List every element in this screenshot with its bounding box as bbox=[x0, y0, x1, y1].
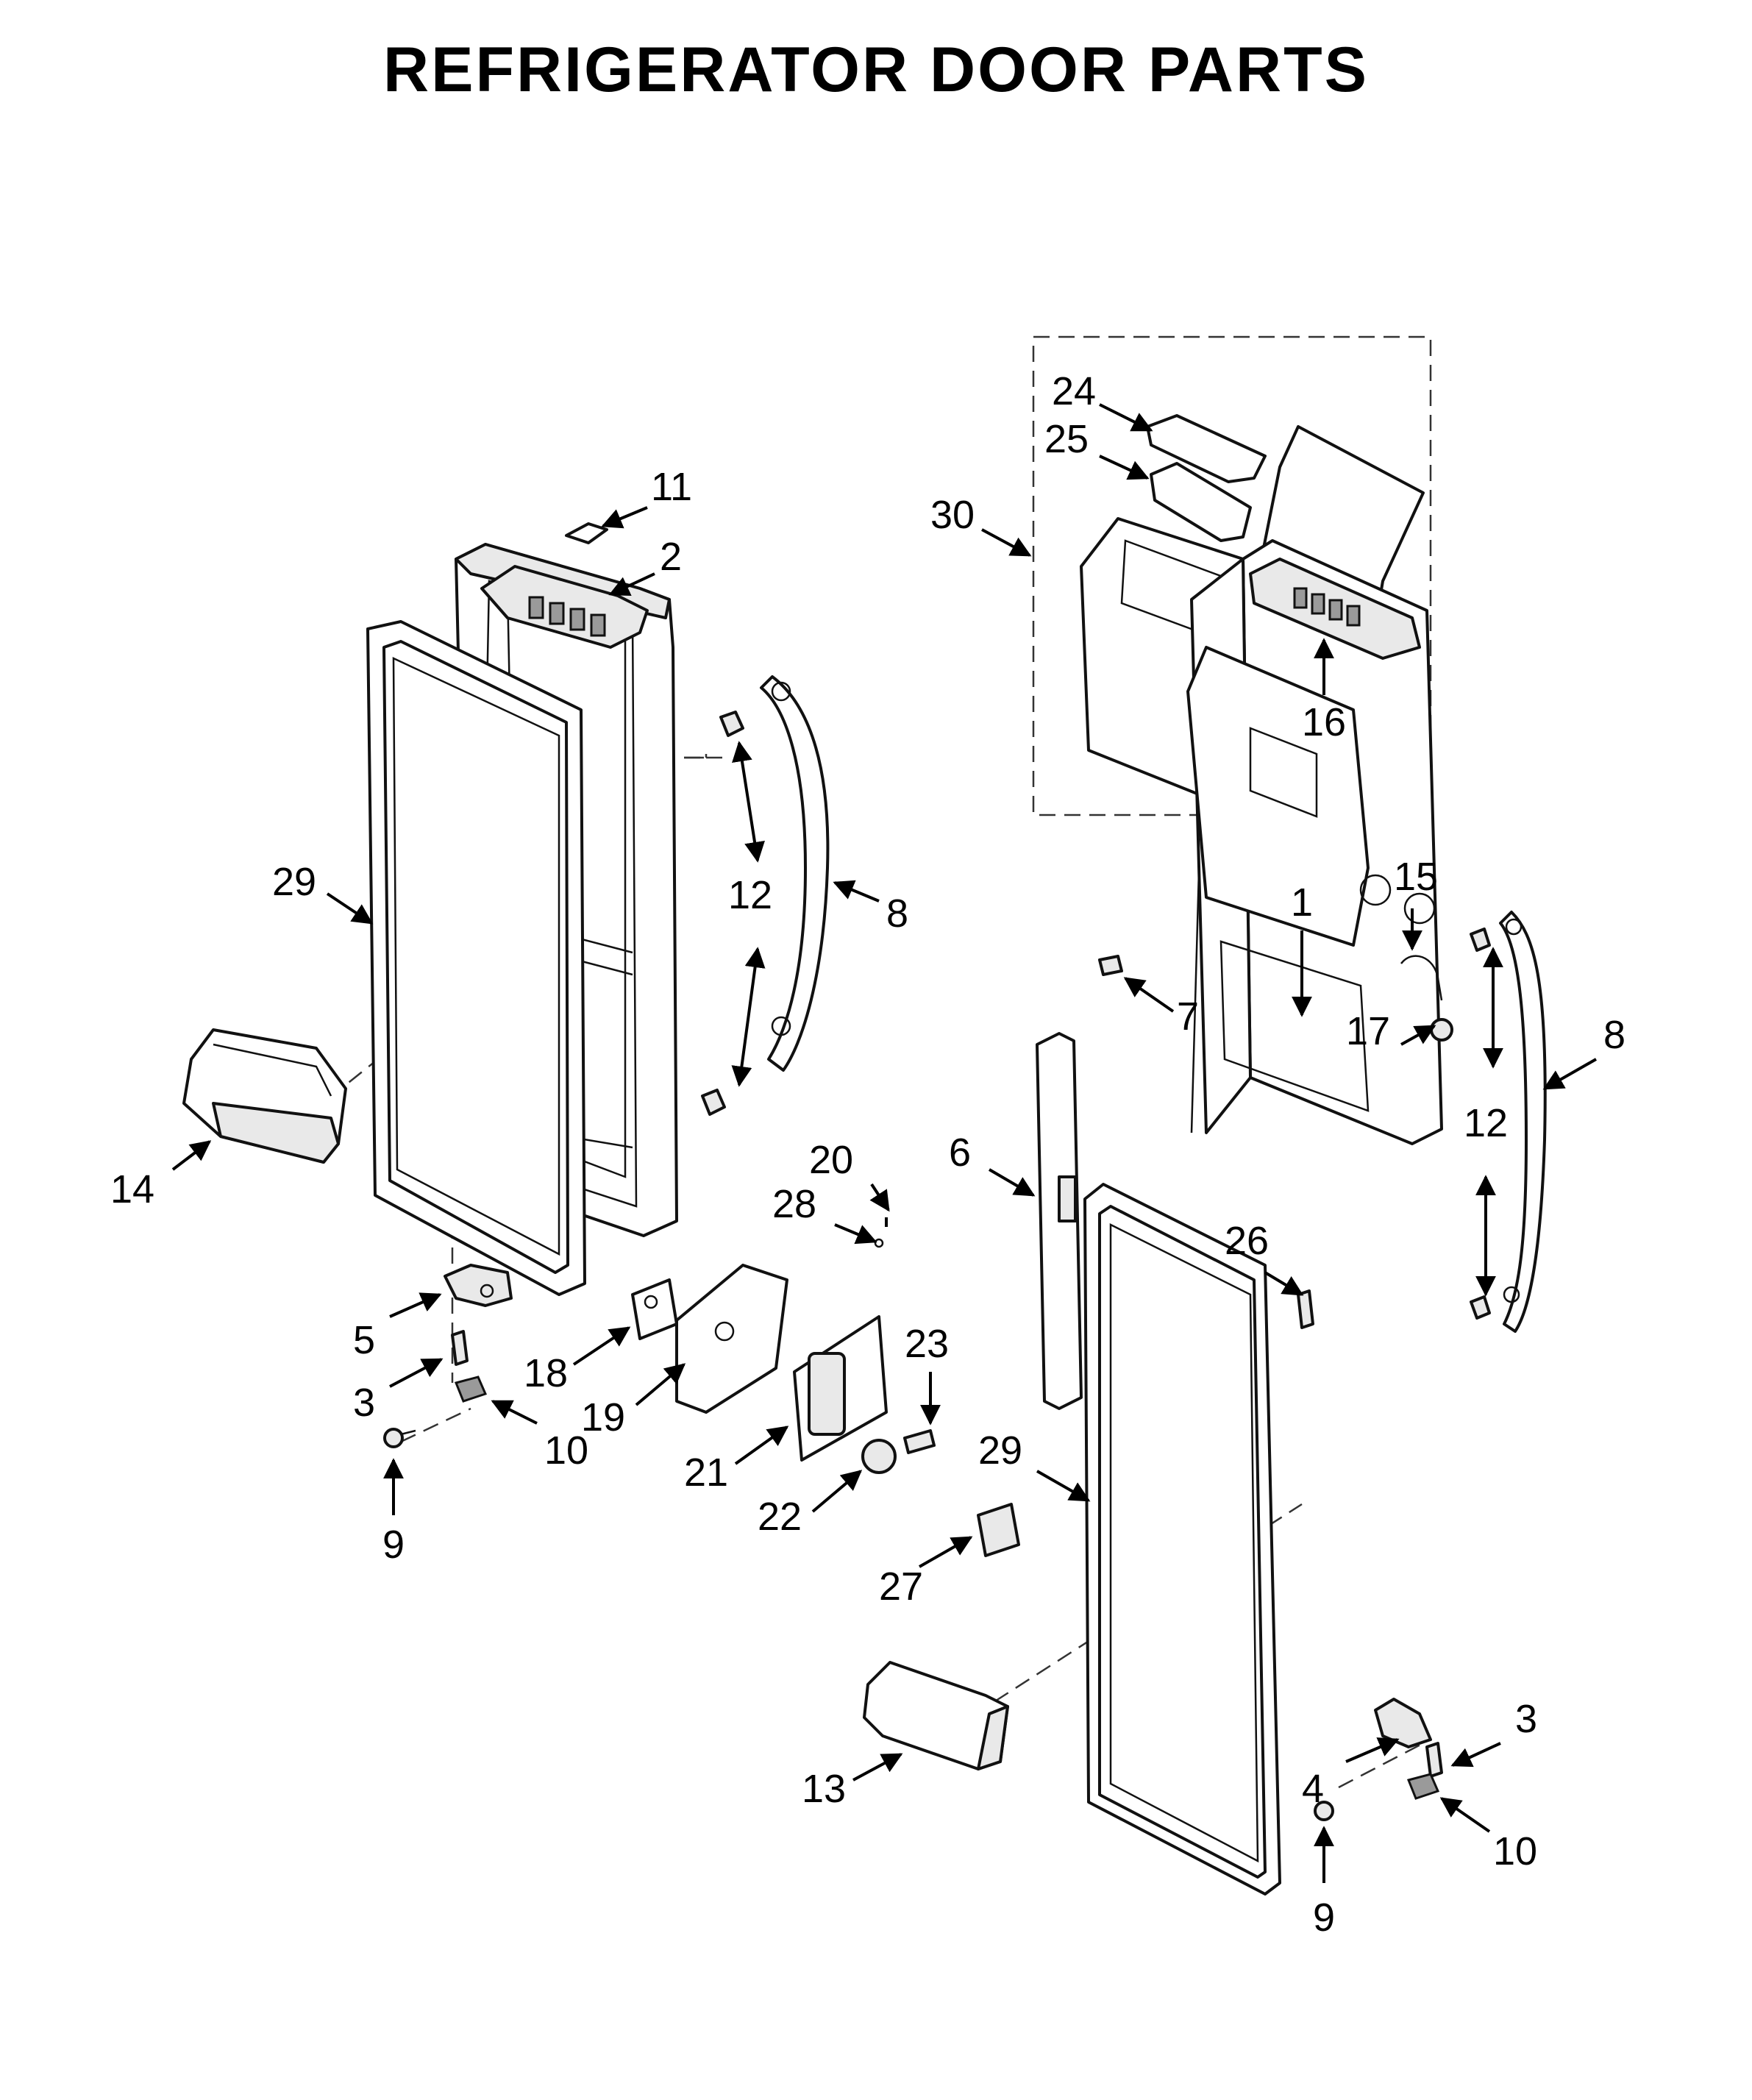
callout-20: 20 bbox=[809, 1138, 853, 1182]
right-hinge-screw-part bbox=[1425, 1742, 1443, 1778]
part-28-shape bbox=[874, 1238, 884, 1248]
callout-27: 27 bbox=[879, 1565, 923, 1609]
callout-24: 24 bbox=[1052, 369, 1096, 413]
part-13-shape bbox=[863, 1661, 1009, 1770]
part-21-shape bbox=[793, 1315, 888, 1462]
callout-21: 21 bbox=[684, 1451, 728, 1495]
right-liner-vent-slots bbox=[1293, 587, 1361, 627]
callout-9-right: 9 bbox=[1313, 1896, 1335, 1940]
left-hinge-screw-part bbox=[451, 1330, 469, 1366]
callout-11: 11 bbox=[651, 465, 692, 509]
part-18-shape bbox=[631, 1278, 678, 1340]
part-25-shape bbox=[1150, 462, 1252, 542]
callout-29-right: 29 bbox=[978, 1428, 1022, 1473]
callout-15: 15 bbox=[1394, 855, 1438, 899]
right-door-gasket-part bbox=[1083, 1183, 1281, 1896]
right-handle-studs-part bbox=[1470, 928, 1491, 1320]
callout-18: 18 bbox=[524, 1351, 568, 1395]
liner-vent-slots bbox=[528, 596, 606, 637]
callout-8-left: 8 bbox=[886, 891, 908, 936]
callout-1: 1 bbox=[1291, 880, 1313, 925]
part-19-shape bbox=[675, 1264, 788, 1414]
part-26-shape bbox=[1297, 1289, 1314, 1329]
callout-19: 19 bbox=[581, 1395, 625, 1439]
right-door-handle-part bbox=[1499, 911, 1547, 1333]
callout-9-left: 9 bbox=[382, 1523, 405, 1567]
callout-22: 22 bbox=[758, 1495, 802, 1539]
right-hinge-spacer-part bbox=[1406, 1773, 1440, 1800]
callout-16: 16 bbox=[1302, 700, 1346, 744]
callout-6: 6 bbox=[949, 1131, 971, 1175]
callout-12-left: 12 bbox=[728, 873, 772, 917]
callout-23: 23 bbox=[905, 1322, 949, 1366]
callout-5: 5 bbox=[353, 1318, 375, 1362]
part-22-shape bbox=[861, 1439, 897, 1474]
callout-3-right: 3 bbox=[1515, 1697, 1537, 1741]
callout-8-right: 8 bbox=[1603, 1013, 1625, 1057]
door-bin-part bbox=[182, 1028, 347, 1164]
part-24-shape bbox=[1146, 414, 1267, 483]
right-door-screw-part bbox=[1314, 1801, 1334, 1821]
dispenser-kit-dashed-frame bbox=[1032, 335, 1432, 816]
part-17-shape bbox=[1430, 1018, 1453, 1042]
left-door-handle-part bbox=[760, 675, 830, 1072]
right-door-liner-part bbox=[1186, 539, 1443, 1145]
callout-labels: 11 2 29 12 8 14 5 3 10 9 18 19 20 28 21 … bbox=[110, 369, 1625, 1940]
left-door-gasket-part bbox=[366, 620, 586, 1296]
callout-14: 14 bbox=[110, 1167, 154, 1211]
callout-10-left: 10 bbox=[544, 1428, 588, 1473]
callout-3-left: 3 bbox=[353, 1381, 375, 1425]
part-27-shape bbox=[977, 1503, 1020, 1557]
callout-25: 25 bbox=[1044, 417, 1089, 461]
callout-13: 13 bbox=[802, 1767, 846, 1811]
left-handle-studs-part bbox=[701, 711, 744, 1116]
callout-7: 7 bbox=[1177, 994, 1199, 1039]
left-hinge-spacer-part bbox=[454, 1375, 488, 1403]
callout-2: 2 bbox=[660, 535, 682, 579]
callout-leaders bbox=[171, 403, 1597, 1883]
diagram-title: REFRIGERATOR DOOR PARTS bbox=[383, 35, 1369, 105]
callout-28: 28 bbox=[772, 1182, 816, 1226]
callout-17: 17 bbox=[1346, 1009, 1390, 1053]
callout-30: 30 bbox=[930, 493, 975, 537]
part-23-shape bbox=[903, 1429, 936, 1454]
callout-26: 26 bbox=[1225, 1219, 1269, 1263]
callout-12-right: 12 bbox=[1464, 1101, 1508, 1145]
left-door-screw-part bbox=[383, 1428, 416, 1448]
part-6-shape bbox=[1036, 1032, 1083, 1410]
part-15-shape bbox=[1400, 955, 1443, 1001]
right-hinge-part bbox=[1374, 1698, 1432, 1748]
callout-10-right: 10 bbox=[1493, 1829, 1537, 1873]
part-7-shape bbox=[1098, 955, 1123, 976]
callout-4: 4 bbox=[1302, 1767, 1324, 1811]
left-hinge-part bbox=[444, 1264, 513, 1307]
callout-29-left: 29 bbox=[272, 860, 316, 904]
part-11-shape bbox=[565, 522, 608, 544]
